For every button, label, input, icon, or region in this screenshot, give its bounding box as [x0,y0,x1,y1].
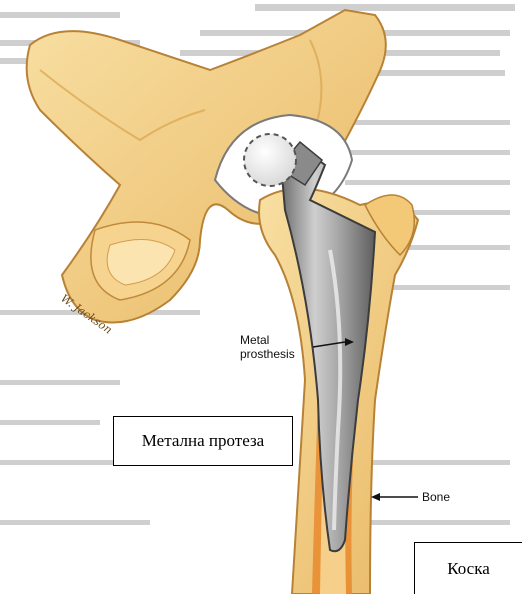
metal-prosthesis-label: Metal prosthesis [240,333,295,361]
metal-prosthesis-translation-box: Метална протеза [113,416,293,466]
bone-label: Bone [422,490,450,504]
metal-prosthesis-label-line1: Metal [240,333,295,347]
bone-translation-box: Коска [414,542,522,594]
metal-prosthesis-label-line2: prosthesis [240,347,295,361]
